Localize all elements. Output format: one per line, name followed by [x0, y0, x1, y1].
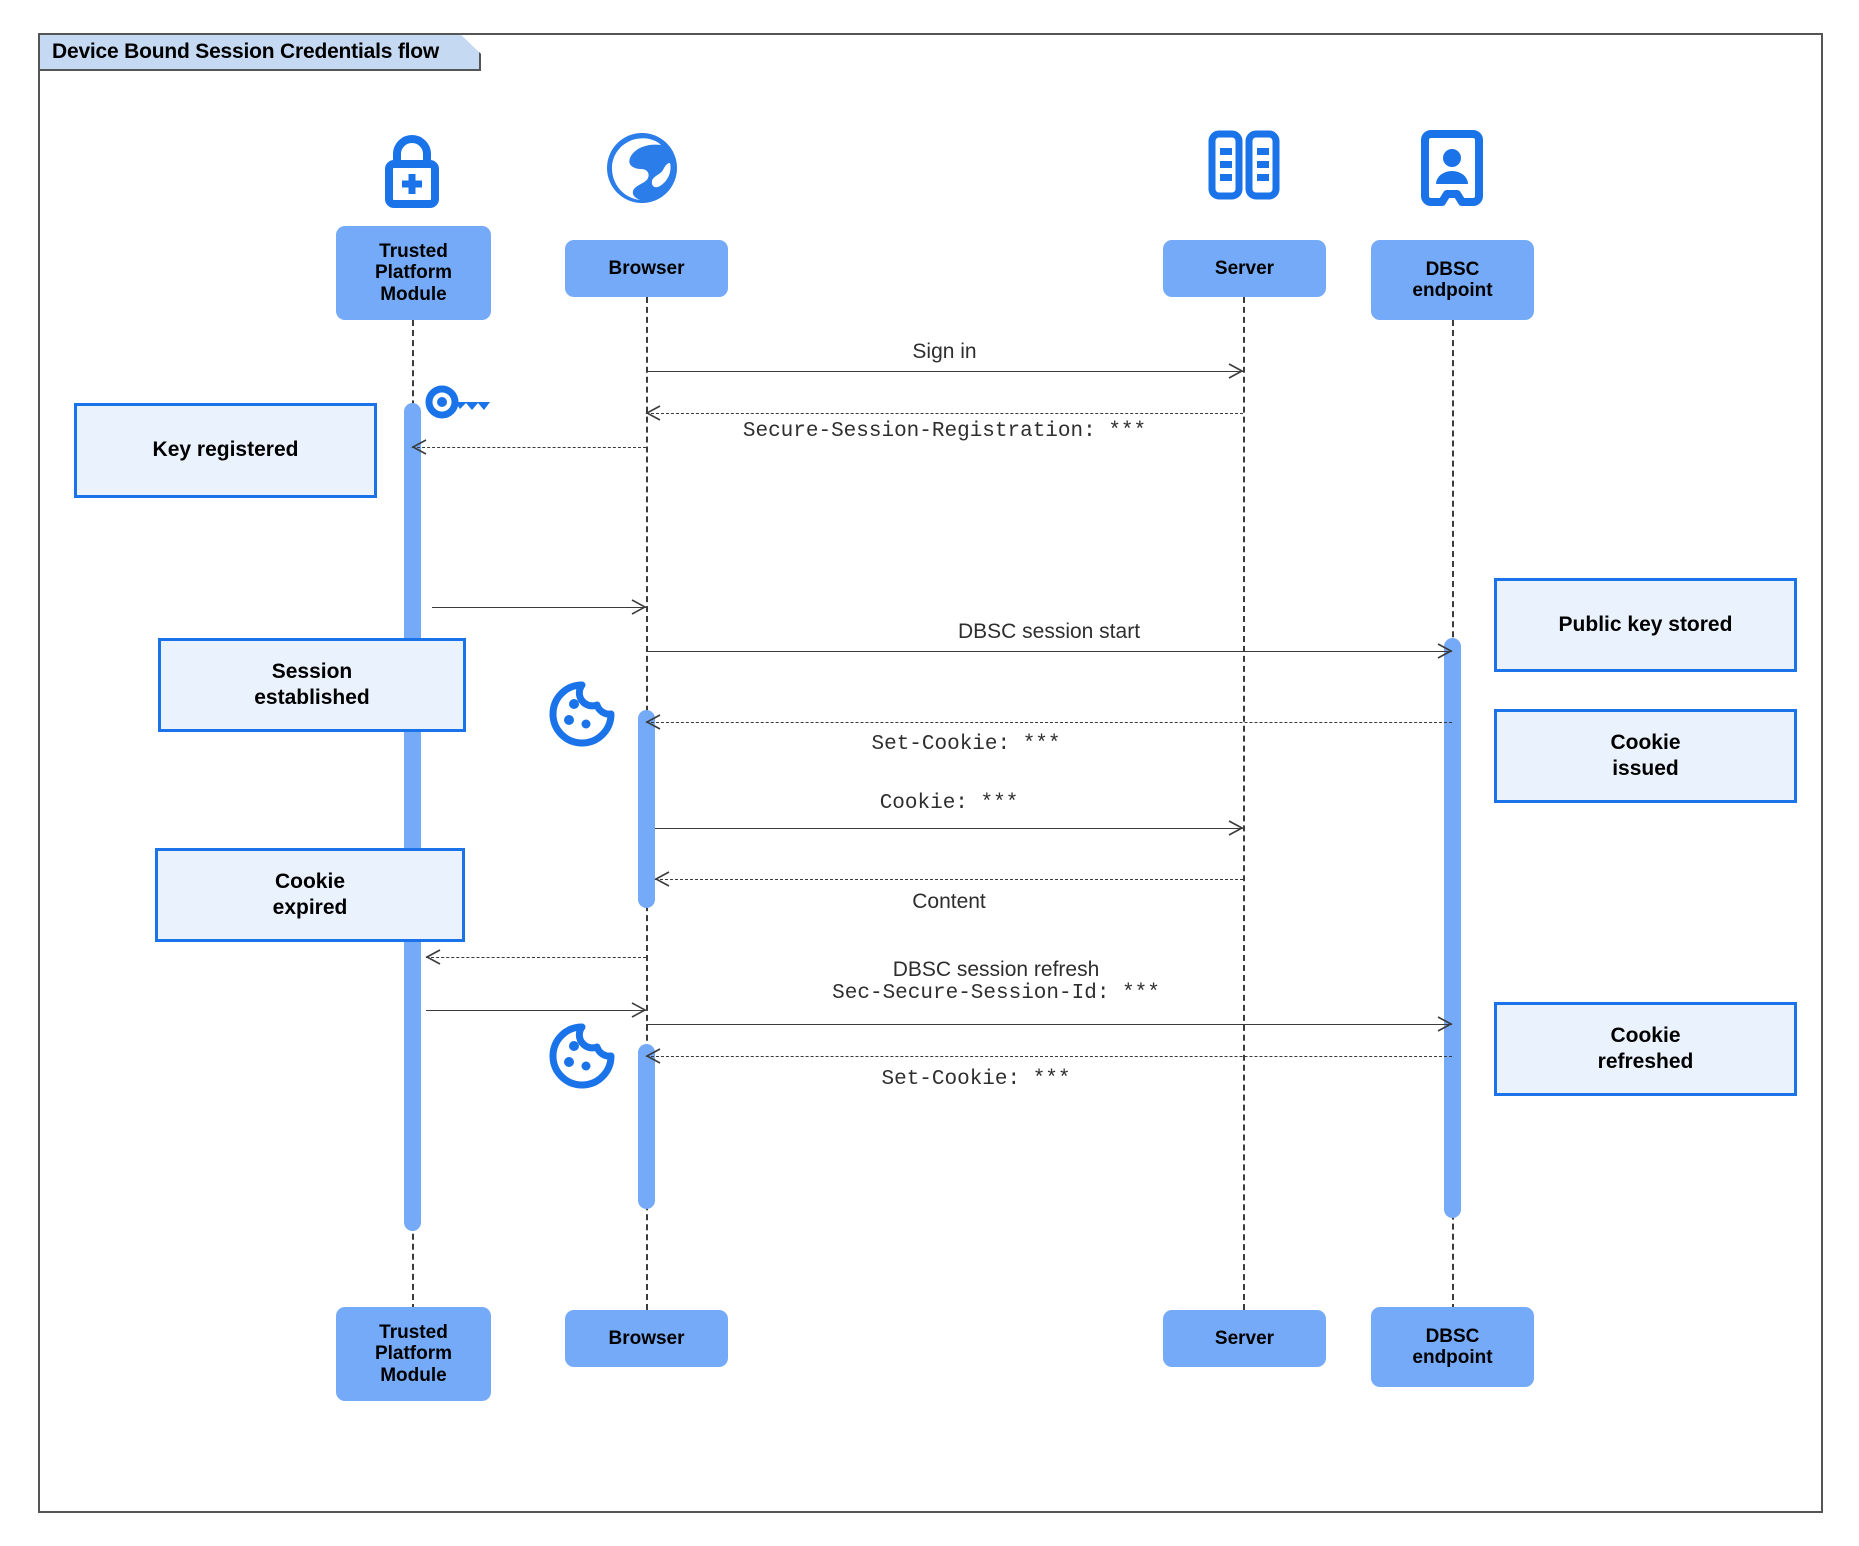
- message-line: [432, 607, 646, 608]
- arrowhead-right: [1228, 363, 1244, 379]
- message-label-sign-in: Sign in: [912, 340, 977, 363]
- message-line: [655, 828, 1243, 829]
- message-label-cookie: Cookie: ***: [879, 792, 1019, 815]
- arrowhead-left: [654, 871, 670, 887]
- message-label-content: Content: [912, 890, 986, 913]
- padlock-plus-icon: [370, 128, 454, 212]
- diagram-title-tab: Device Bound Session Credentials flow: [38, 33, 481, 71]
- message-line: [426, 1010, 646, 1011]
- activation-bar-browser-1: [638, 710, 655, 908]
- arrowhead-left: [411, 439, 427, 455]
- arrowhead-left: [645, 405, 661, 421]
- message-line: [646, 1024, 1452, 1025]
- activation-bar-browser-2: [638, 1044, 655, 1209]
- message-line: [646, 371, 1243, 372]
- participant-server-top[interactable]: Server: [1163, 240, 1326, 297]
- message-label-secure-session-registration: Secure-Session-Registration: ***: [742, 420, 1147, 443]
- note-public-key-stored: Public key stored: [1494, 578, 1797, 672]
- message-label-set-cookie-2: Set-Cookie: ***: [881, 1068, 1071, 1091]
- note-key-registered: Key registered: [74, 403, 377, 498]
- message-line: [646, 413, 1243, 414]
- arrowhead-left: [645, 714, 661, 730]
- message-label-set-cookie-1: Set-Cookie: ***: [871, 733, 1061, 756]
- participant-browser-top[interactable]: Browser: [565, 240, 728, 297]
- cookie-icon: [548, 680, 616, 748]
- server-rack-icon: [1205, 130, 1283, 200]
- id-badge-icon: [1421, 130, 1483, 208]
- participant-browser-bottom[interactable]: Browser: [565, 1310, 728, 1367]
- key-icon: [424, 383, 496, 427]
- diagram-title: Device Bound Session Credentials flow: [52, 40, 440, 63]
- activation-bar-tpm: [404, 403, 421, 1231]
- lifeline-server: [1243, 277, 1245, 1310]
- message-line: [655, 879, 1243, 880]
- message-line: [646, 722, 1452, 723]
- message-line: [426, 957, 646, 958]
- message-line: [412, 447, 646, 448]
- globe-icon: [604, 130, 680, 206]
- arrowhead-left: [645, 1048, 661, 1064]
- message-line: [646, 651, 1452, 652]
- activation-bar-dbsc: [1444, 638, 1461, 1218]
- message-label-dbsc-session-refresh: DBSC session refresh Sec-Secure-Session-…: [832, 958, 1160, 1006]
- arrowhead-right: [631, 1002, 647, 1018]
- arrowhead-right: [1228, 820, 1244, 836]
- message-label-dbsc-session-start: DBSC session start: [957, 620, 1141, 643]
- cookie-icon: [548, 1022, 616, 1090]
- participant-server-bottom[interactable]: Server: [1163, 1310, 1326, 1367]
- arrowhead-right: [631, 599, 647, 615]
- arrowhead-right: [1437, 1016, 1453, 1032]
- arrowhead-left: [425, 949, 441, 965]
- message-line: [646, 1056, 1452, 1057]
- arrowhead-right: [1437, 643, 1453, 659]
